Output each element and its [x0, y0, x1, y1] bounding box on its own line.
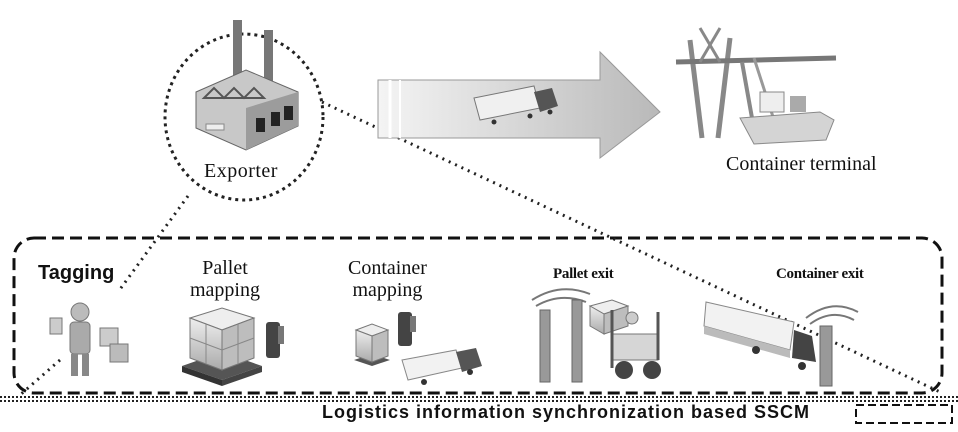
pallet-exit-label: Pallet exit — [553, 266, 614, 282]
rfid-gate-icon — [531, 288, 630, 383]
forklift-icon — [610, 310, 661, 379]
sscm-caption: Logistics information synchronization ba… — [322, 402, 811, 422]
factory-icon — [195, 20, 299, 151]
crane-ship-icon — [675, 27, 837, 145]
container-mapping-line1: Container — [348, 257, 427, 279]
exporter-label: Exporter — [204, 160, 278, 182]
zoom-line-left-bottom — [19, 358, 61, 397]
tagging-label: Tagging — [38, 262, 115, 284]
exporter-circle — [163, 32, 325, 202]
zoom-line-right — [321, 100, 941, 394]
zoom-line-left — [116, 195, 190, 293]
rfid-reader-icon — [398, 312, 416, 346]
truck-icon — [473, 85, 558, 125]
pallet-icon — [354, 323, 390, 366]
pallet-icon — [182, 307, 262, 386]
worker-tagging-icon — [49, 302, 129, 376]
truck-icon — [401, 348, 482, 385]
pallet-mapping-line1: Pallet — [202, 257, 248, 279]
rfid-gate-icon — [805, 305, 859, 387]
pallet-mapping-label: Pallet mapping — [190, 257, 260, 301]
truck-icon — [703, 301, 816, 370]
container-terminal-label: Container terminal — [726, 153, 877, 175]
container-mapping-line2: mapping — [352, 279, 423, 301]
container-exit-label: Container exit — [776, 266, 864, 282]
pallet-mapping-line2: mapping — [190, 279, 260, 301]
container-mapping-label: Container mapping — [348, 257, 427, 301]
small-dashed-box — [855, 404, 953, 424]
process-frame — [12, 236, 944, 395]
rfid-reader-icon — [266, 322, 284, 358]
